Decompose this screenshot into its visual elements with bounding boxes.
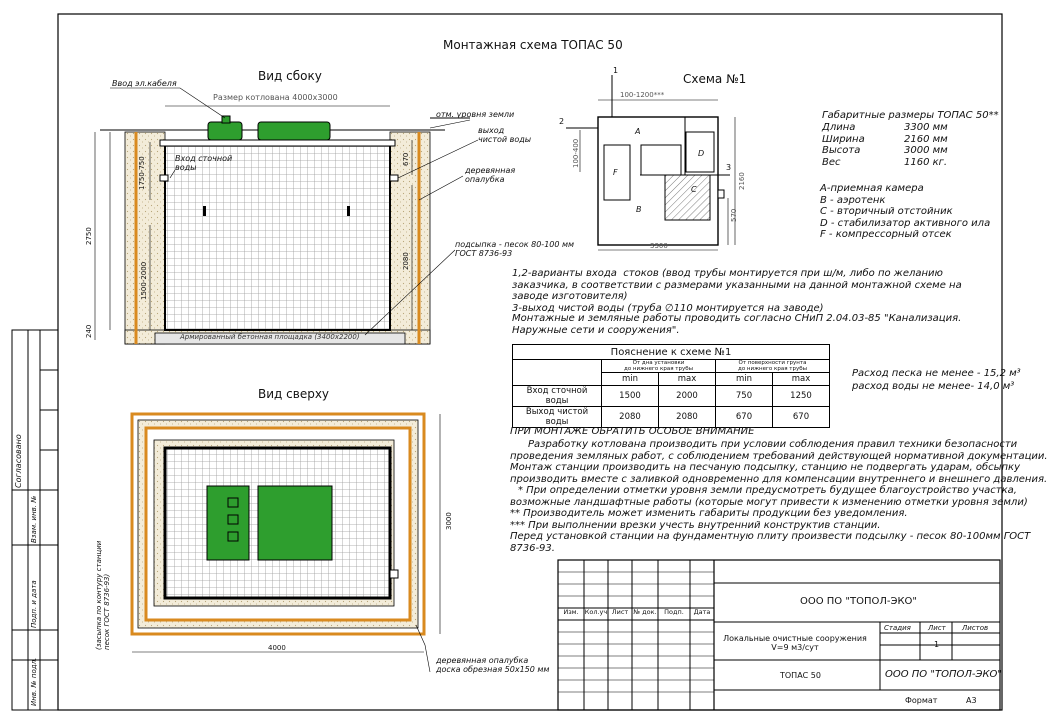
agreed-label: Согласовано [14, 434, 23, 488]
scheme1-label-2: 2 [559, 117, 565, 126]
attention-line: Перед установкой станции на фундаментную… [510, 531, 1031, 542]
sheet-label: Лист [928, 624, 946, 632]
attention-line: Монтаж станции производить на песчаную п… [510, 462, 1020, 473]
legend-item: D - стабилизатор активного ила [820, 217, 991, 229]
attention-line: производить вместе с заливкой одновремен… [510, 473, 1048, 485]
col-min-2: min [715, 372, 773, 386]
sand-bedding-label: подсыпка - песок 80-100 мм ГОСТ 8736-93 [455, 240, 575, 259]
dim-4000: 4000 [268, 644, 286, 652]
attention-line: 8736-93. [510, 542, 555, 554]
stamp-row: Подп. и дата [30, 580, 38, 628]
specs-heading: Габаритные размеры ТОПАС 50** [822, 110, 999, 121]
drawing-canvas [11, 13, 1003, 711]
sewage-inlet-label: Вход сточной воды [175, 154, 233, 173]
company-bottom: ООО ПО "ТОПОЛ-ЭКО" [885, 669, 1003, 680]
pit-size-label: Размер котлована 4000х3000 [213, 93, 338, 102]
water-consumption: расход воды не менее- 14,0 м³ [852, 381, 1015, 392]
legend-item: B - аэротенк [820, 194, 886, 206]
product-name: ТОПАС 50 [780, 671, 821, 680]
zone-f: F [613, 168, 618, 177]
scheme1-dim-top: 100-1200*** [620, 91, 665, 99]
explanation-table-title: Пояснение к схеме №1 [512, 344, 830, 360]
col-group-1: От дна установки до нижнего края трубы [601, 359, 716, 373]
title-block-lines [557, 559, 1001, 711]
table-row: Вход сточной воды 1500 2000 750 1250 [512, 385, 830, 407]
format-label: Формат [905, 696, 938, 705]
sheets-label: Листов [962, 624, 989, 632]
scheme1-dim-3300: 3300 [650, 242, 668, 250]
zone-c: C [691, 185, 697, 194]
dim-1750-750: 1750-750 [138, 156, 146, 190]
legend-item: C - вторичный отстойник [820, 206, 953, 217]
zone-a: A [635, 127, 641, 136]
attention-line: ** Производитель может изменить габариты… [510, 508, 908, 519]
drawing-title: Монтажная схема ТОПАС 50 [443, 38, 623, 52]
sand-consumption: Расход песка не менее - 15,2 м³ [852, 368, 1021, 379]
dim-670: 670 [402, 152, 410, 166]
col-min-1: min [601, 372, 659, 386]
ground-level-label: отм. уровня земли [436, 110, 515, 119]
top-view-drawing [130, 412, 441, 673]
side-stamp-frame [11, 329, 59, 711]
scheme1-drawing [566, 75, 736, 251]
dim-3000: 3000 [445, 512, 453, 530]
stage-label: Стадия [884, 624, 911, 632]
scheme1-label-1: 1 [613, 66, 619, 75]
description: Локальные очистные сооружения V=9 м3/сут [723, 634, 867, 653]
legend-item: А-приемная камера [820, 183, 924, 194]
table-row: Выход чистой воды 2080 2080 670 670 [512, 406, 830, 428]
snip-note: Монтажные и земляные работы проводить со… [512, 313, 962, 336]
scheme1-dim-left: 100-400 [572, 138, 580, 168]
stamp-row: Взам. инв. № [30, 495, 38, 543]
top-view-title: Вид сверху [258, 387, 330, 401]
sheet-number: 1 [934, 640, 940, 649]
top-left-note: (засыпка по контуру станции песок ГОСТ 8… [95, 540, 112, 650]
dim-1500-2000: 1500-2000 [140, 261, 148, 300]
scheme1-dim-570: 570 [730, 208, 738, 222]
wooden-formwork-label: деревянная опалубка [465, 166, 516, 185]
legend-item: F - компрессорный отсек [820, 229, 952, 240]
scheme1-title: Схема №1 [683, 72, 747, 86]
col-max-1: max [658, 372, 716, 386]
dim-240: 240 [85, 324, 93, 338]
side-view-drawing [94, 87, 479, 345]
zones-legend: А-приемная камера B - аэротенк C - втори… [820, 183, 990, 241]
col-group-2: От поверхности грунта до нижнего края тр… [715, 359, 830, 373]
clean-water-outlet-label: выход чистой воды [478, 126, 532, 145]
concrete-slab-label: Армированный бетонная площадка (3400х220… [180, 333, 360, 341]
company-top: ООО ПО "ТОПОЛ-ЭКО" [800, 596, 918, 607]
zone-b: B [636, 205, 642, 214]
side-view-title: Вид сбоку [258, 69, 322, 83]
attention-line: * При определении отметки уровня земли п… [518, 485, 1017, 496]
attention-heading: ПРИ МОНТАЖЕ ОБРАТИТЬ ОСОБОЕ ВНИМАНИЕ [510, 426, 755, 437]
scheme1-label-3: 3 [726, 163, 732, 172]
dim-2080: 2080 [402, 252, 410, 270]
top-formwork-label: деревянная опалубка доска обрезная 50х15… [436, 656, 550, 675]
title-block-cols: Изм. Кол.уч Лист № док. Подп. Дата [563, 608, 711, 616]
dim-2750: 2750 [85, 227, 93, 245]
attention-lines: Разработку котлована производить при усл… [510, 439, 1048, 554]
stamp-row: Инв. № подл. [30, 657, 38, 706]
attention-line: *** При выполнении врезки учесть внутрен… [510, 519, 881, 531]
scheme1-dim-2160: 2160 [738, 172, 746, 190]
attention-line: проведения земляных работ, с соблюдением… [510, 450, 1048, 462]
explanation-table: Пояснение к схеме №1 От дна установки до… [512, 344, 830, 428]
variants-note: 1,2-варианты входа стоков (ввод трубы мо… [512, 268, 962, 314]
attention-line: возможные ландшафтные работы (которые мо… [510, 496, 1028, 508]
format-value: А3 [966, 696, 977, 705]
col-max-2: max [772, 372, 830, 386]
zone-d: D [698, 149, 705, 158]
cable-entry-label: Ввод эл.кабеля [112, 79, 177, 88]
attention-line: Разработку котлована производить при усл… [528, 439, 1018, 450]
